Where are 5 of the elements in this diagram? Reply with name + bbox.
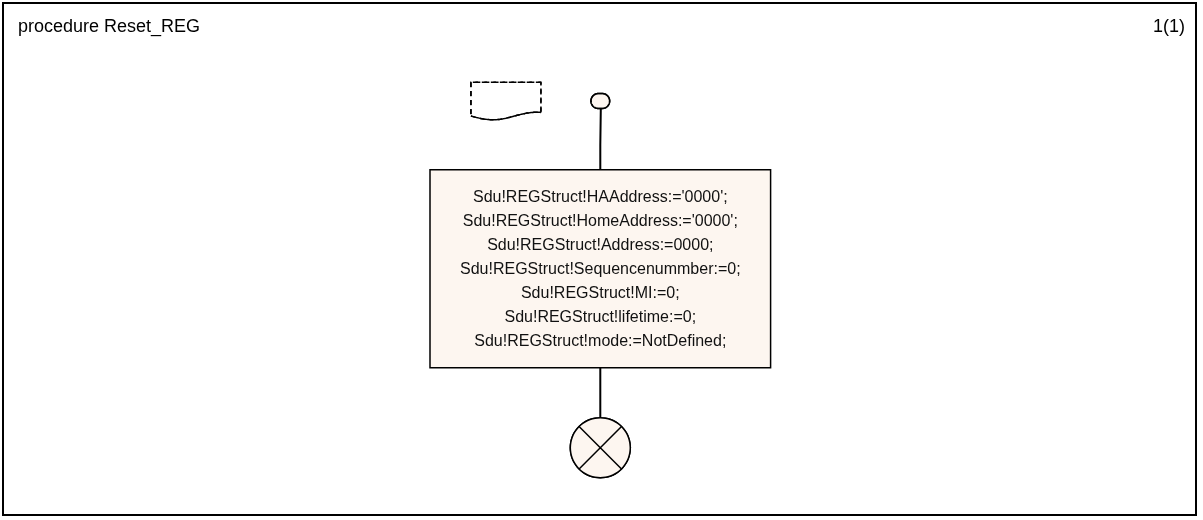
connector — [599, 108, 602, 171]
page-number: 1(1) — [1153, 16, 1185, 37]
node-box: Sdu!REGStruct!HAAddress:='0000'; Sdu!REGStruct!HomeAddress:='0000'; Sdu!REGStruct!Address:=0000; Sdu!REGStruct!Sequencenummber:=0; Sdu!REGStruct!MI:=0; Sdu!REGStruct!lifetime:=0; Sdu!REGStruct!mode:=NotDefined; — [428, 169, 772, 369]
diagram-title: procedure Reset_REG — [18, 16, 201, 37]
connector — [599, 366, 601, 419]
